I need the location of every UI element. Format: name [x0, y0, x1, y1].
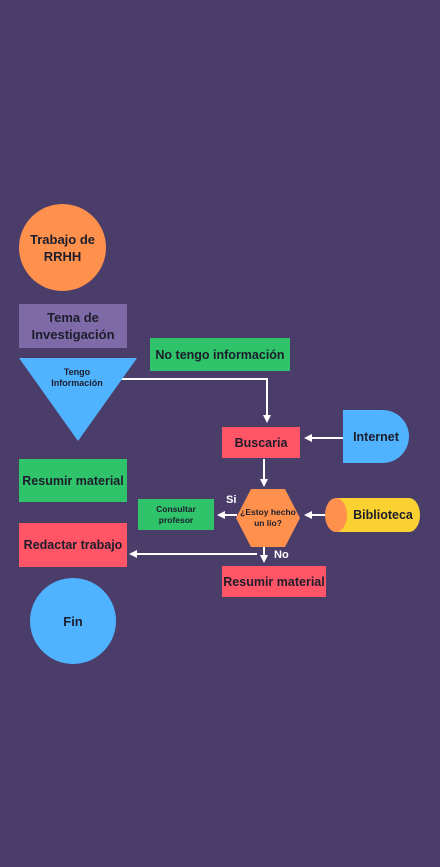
node-redactar-label: Redactar trabajo — [23, 538, 123, 552]
node-biblioteca-label: Biblioteca — [353, 508, 413, 522]
node-estoy-label: ¿Estoy hecho un lío? — [240, 507, 296, 528]
node-consultar-label: Consultar profesor — [156, 503, 196, 525]
node-tema-label: Tema de Investigación — [31, 310, 115, 342]
node-biblioteca[interactable] — [325, 498, 420, 532]
database-cylinder-icon — [325, 498, 420, 532]
node-tema-de-investigacion[interactable]: Tema de Investigación — [19, 304, 127, 348]
edge-label-no: No — [274, 549, 289, 561]
node-estoy-hecho-un-lio[interactable] — [236, 489, 300, 547]
node-fin[interactable]: Fin — [30, 578, 116, 664]
merge-triangle-icon — [19, 358, 137, 441]
node-biblioteca-text: Biblioteca — [348, 498, 418, 532]
node-estoy-hecho-text: ¿Estoy hecho un lío? — [236, 489, 300, 547]
node-tengo-informacion-text: Tengo Información — [44, 365, 110, 391]
node-resumir-material-left[interactable]: Resumir material — [19, 459, 127, 502]
node-tengo-label: Tengo Información — [51, 367, 103, 388]
node-resumir-left-label: Resumir material — [22, 473, 124, 488]
decision-hexagon-icon — [236, 489, 300, 547]
node-trabajo-de-rrhh[interactable]: Trabajo de RRHH — [19, 204, 106, 291]
node-trabajo-label: Trabajo de RRHH — [29, 231, 96, 264]
node-buscaria-label: Buscaria — [234, 435, 288, 450]
node-consultar-profesor[interactable]: Consultar profesor — [138, 499, 214, 530]
node-no-tengo-label: No tengo información — [155, 347, 285, 362]
node-internet[interactable]: Internet — [343, 410, 409, 463]
node-fin-label: Fin — [63, 613, 83, 629]
node-tengo-informacion[interactable] — [19, 358, 137, 441]
node-resumir-bottom-label: Resumir material — [223, 574, 325, 589]
node-resumir-material-bottom[interactable]: Resumir material — [222, 566, 326, 597]
connector-tengo-to-buscaria — [110, 378, 271, 423]
node-no-tengo-informacion[interactable]: No tengo información — [150, 338, 290, 371]
edge-label-si: Si — [226, 494, 237, 506]
node-redactar-trabajo[interactable]: Redactar trabajo — [19, 523, 127, 567]
node-internet-label: Internet — [353, 429, 399, 444]
node-buscaria[interactable]: Buscaria — [222, 427, 300, 458]
